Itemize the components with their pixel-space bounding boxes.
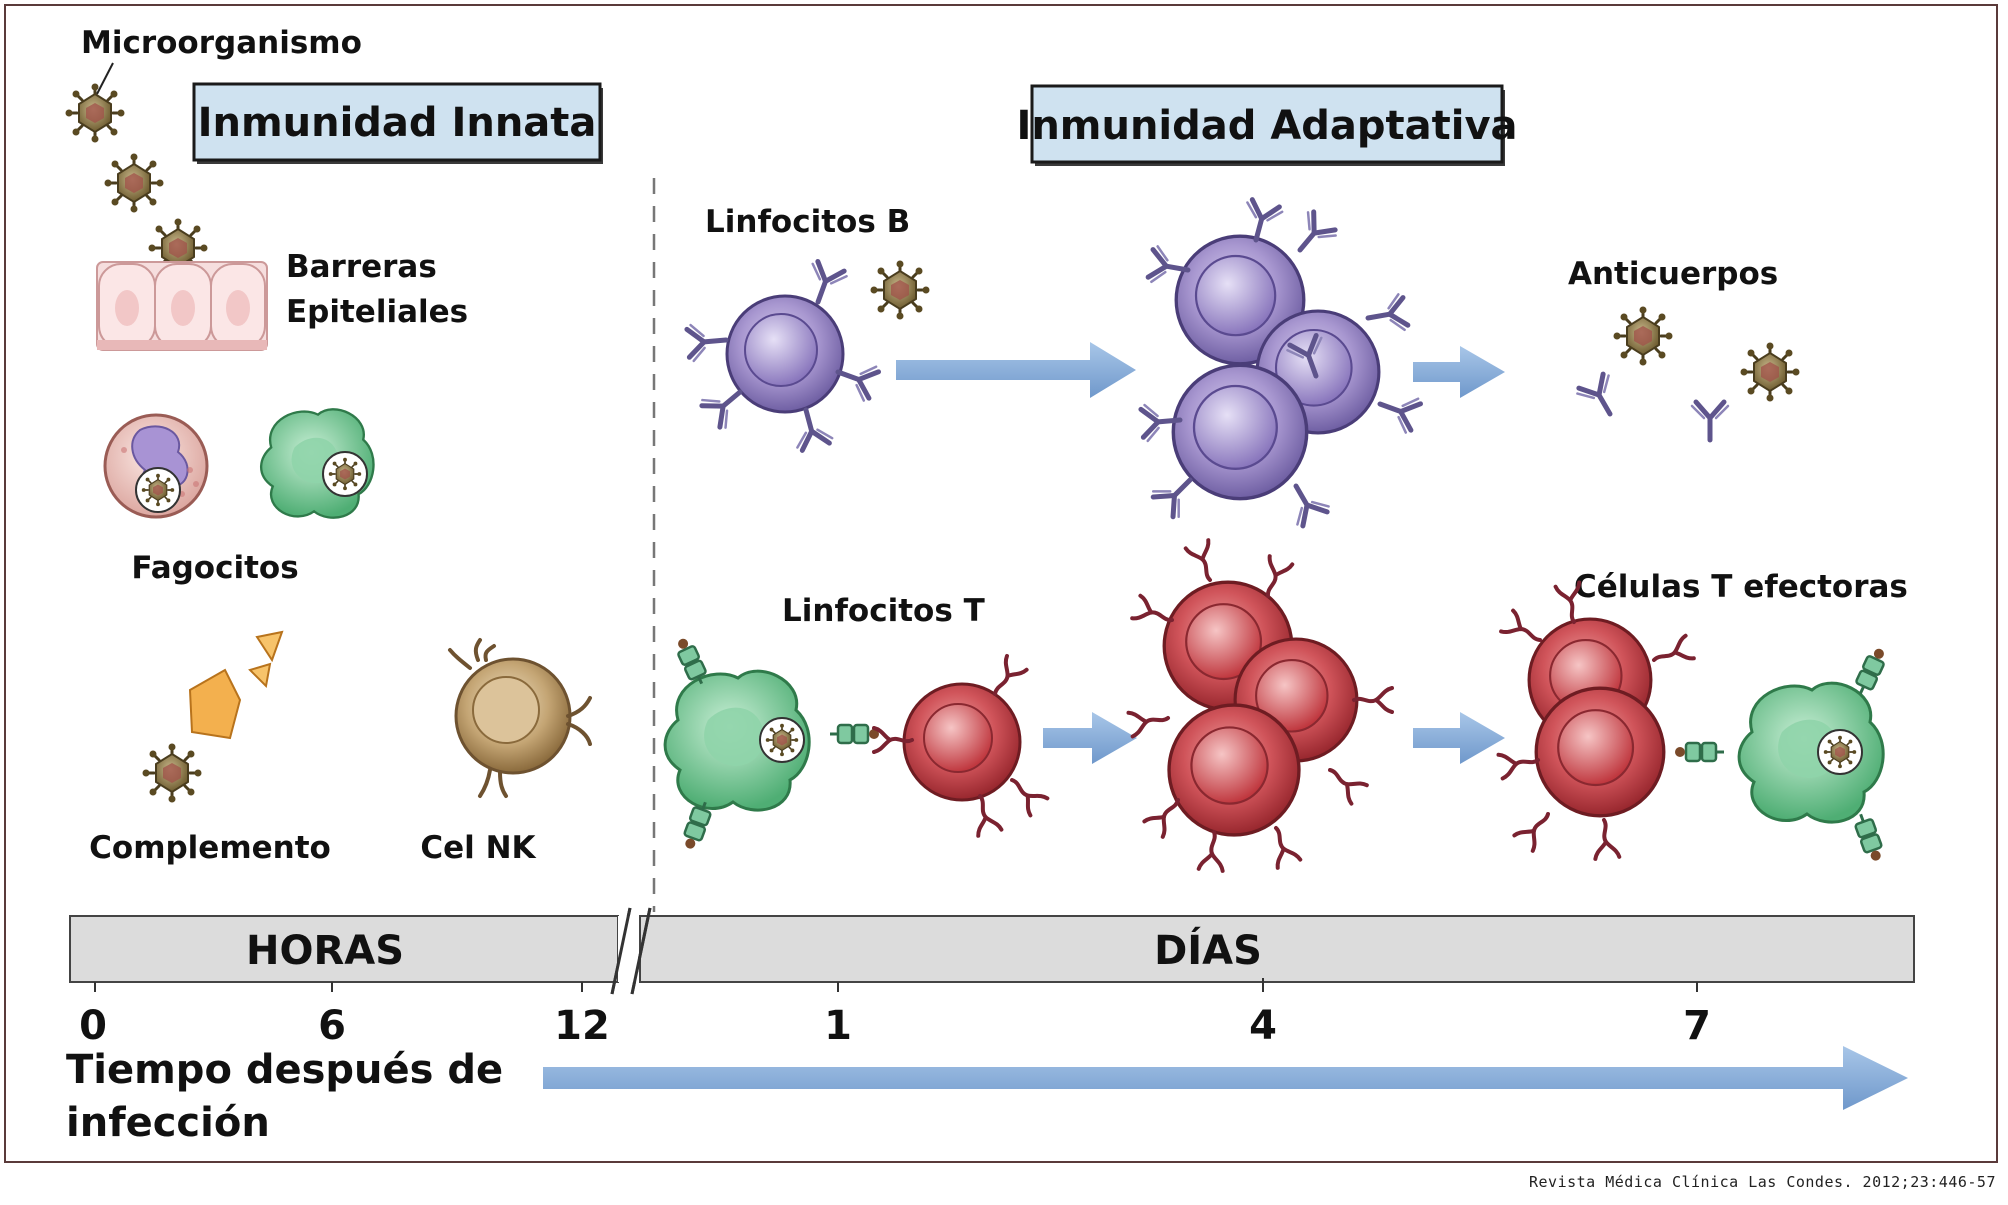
time-axis-title-line1: Tiempo después de bbox=[66, 1047, 503, 1093]
hours-label: HORAS bbox=[246, 928, 404, 974]
tick-label: 12 bbox=[554, 1003, 610, 1049]
microorganism-label: Microorganismo bbox=[81, 25, 362, 61]
macrophage-icon bbox=[259, 408, 375, 519]
virus-icon bbox=[103, 152, 165, 214]
t-cell-cluster-icon bbox=[1126, 538, 1394, 873]
t-proliferation-arrow bbox=[1043, 712, 1137, 764]
time-arrow bbox=[543, 1046, 1908, 1110]
effector-t-cells-icon bbox=[1496, 580, 1891, 865]
source-credit: Revista Médica Clínica Las Condes. 2012;… bbox=[1528, 1173, 1996, 1191]
virus-icon bbox=[869, 259, 931, 321]
antibodies-label: Anticuerpos bbox=[1568, 256, 1778, 292]
adaptive-immunity-title-box: Inmunidad Adaptativa bbox=[1016, 84, 1518, 166]
t-effector-arrow bbox=[1413, 712, 1505, 764]
innate-immunity-title-box: Inmunidad Innata bbox=[192, 82, 603, 164]
t-lymphocytes-label: Linfocitos T bbox=[782, 593, 985, 629]
time-axis-title-line2: infección bbox=[66, 1100, 270, 1146]
timeline-ticks bbox=[94, 978, 1698, 992]
days-label: DÍAS bbox=[1154, 926, 1262, 974]
adaptive-immunity-title: Inmunidad Adaptativa bbox=[1016, 103, 1517, 149]
nk-cell-label: Cel NK bbox=[420, 830, 536, 866]
b-lymphocyte-icon bbox=[687, 260, 880, 451]
b-proliferation-arrow bbox=[896, 342, 1136, 398]
tick-label: 6 bbox=[318, 1003, 346, 1049]
t-lymphocyte-icon bbox=[872, 653, 1047, 838]
b-cell-cluster-icon bbox=[1141, 199, 1422, 528]
innate-immunity-title: Inmunidad Innata bbox=[198, 100, 597, 146]
tick-label: 7 bbox=[1683, 1003, 1711, 1049]
tick-label: 1 bbox=[824, 1003, 852, 1049]
epithelial-barriers-label-line1: Barreras bbox=[286, 249, 437, 285]
epithelial-barriers-label-line2: Epiteliales bbox=[286, 294, 468, 330]
epithelial-barrier-icon bbox=[96, 261, 268, 351]
phagocytes-label: Fagocitos bbox=[131, 550, 298, 586]
tick-label: 4 bbox=[1249, 1003, 1277, 1049]
virus-icon bbox=[64, 82, 126, 144]
b-antibody-arrow bbox=[1413, 346, 1505, 398]
nk-cell-icon bbox=[448, 638, 592, 798]
tick-label: 0 bbox=[79, 1003, 107, 1049]
b-lymphocytes-label: Linfocitos B bbox=[705, 204, 910, 240]
complement-icon bbox=[141, 630, 284, 804]
antibodies-icon bbox=[1575, 305, 1801, 441]
antigen-presenting-cell-icon bbox=[663, 633, 881, 853]
effector-t-cells-label: Células T efectoras bbox=[1574, 569, 1908, 605]
timeline-bar bbox=[69, 907, 1915, 995]
complement-label: Complemento bbox=[89, 830, 331, 866]
neutrophil-icon bbox=[103, 413, 209, 519]
